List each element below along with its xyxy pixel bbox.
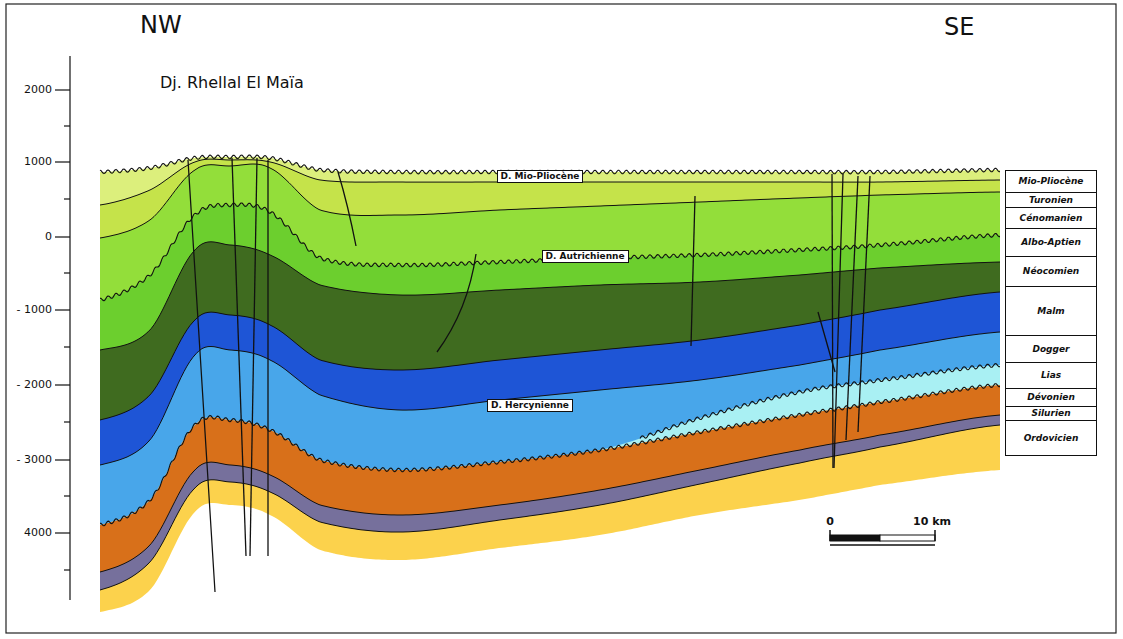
stratigraphy-box: Albo-Aptien (1005, 228, 1097, 257)
depth-value: - 3000 (17, 454, 52, 466)
depth-value: - 1000 (17, 304, 52, 316)
rock-layer (100, 332, 1000, 639)
unconformity-box: D. Autrichienne (542, 250, 629, 263)
unconformity-box: D. Mio-Pliocène (497, 170, 584, 183)
stratigraphy-label: Malm (1037, 307, 1065, 316)
rock-layer (100, 470, 1000, 639)
depth-value: 1000 (24, 156, 52, 168)
unconformity-box: D. Hercynienne (487, 399, 573, 412)
stratigraphy-box: Ordovicien (1005, 420, 1097, 456)
stratigraphy-box: Néocomien (1005, 256, 1097, 287)
stratigraphy-label: Lias (1041, 371, 1061, 380)
rock-layer (100, 242, 1000, 639)
stratigraphy-box: Dogger (1005, 335, 1097, 363)
stratigraphy-label: Cénomanien (1020, 214, 1083, 223)
depth-value: 4000 (24, 527, 52, 539)
stratigraphy-box: Malm (1005, 286, 1097, 336)
stratigraphy-label: Albo-Aptien (1021, 238, 1081, 247)
rock-layer (100, 365, 1000, 639)
stratigraphy-box: Lias (1005, 362, 1097, 389)
stratigraphy-label: Néocomien (1023, 267, 1079, 276)
stratigraphy-label: Mio-Pliocène (1019, 177, 1084, 186)
stratigraphy-box: Dévonien (1005, 388, 1097, 407)
unconformity-label: D. Mio-Pliocène (501, 172, 580, 181)
stratigraphy-box: Mio-Pliocène (1005, 170, 1097, 193)
depth-value: 2000 (24, 84, 52, 96)
stratigraphy-label: Dévonien (1027, 393, 1075, 402)
rock-layer (100, 157, 1000, 639)
unconformity-line (640, 364, 1000, 439)
layer-boundary (100, 332, 1000, 465)
frame (6, 4, 1116, 633)
orientation-label: SE (944, 14, 974, 40)
stratigraphy-box: Turonien (1005, 192, 1097, 208)
scale-bar (830, 530, 935, 545)
stratigraphy-box: Silurien (1005, 406, 1097, 421)
rock-layer (100, 415, 1000, 639)
stratigraphy-label: Ordovicien (1024, 434, 1079, 443)
orientation-label: NW (140, 12, 182, 38)
scale-value: 10 km (913, 516, 951, 528)
faults (188, 158, 870, 592)
layer-boundary (100, 415, 1000, 572)
unconformity-label: D. Autrichienne (546, 252, 625, 261)
depth-value: 0 (45, 231, 52, 243)
depth-axis (55, 56, 70, 600)
rock-layer (100, 385, 1000, 639)
rock-layer (100, 292, 1000, 639)
stratigraphy-box: Cénomanien (1005, 207, 1097, 229)
stratigraphy-label: Silurien (1031, 409, 1070, 418)
scale-value: 0 (826, 516, 834, 528)
stratigraphy-label: Turonien (1029, 196, 1073, 205)
layer-boundary (100, 425, 1000, 590)
place-name: Dj. Rhellal El Maïa (160, 74, 304, 92)
stratigraphy-label: Dogger (1032, 345, 1069, 354)
unconformity-label: D. Hercynienne (491, 401, 569, 410)
depth-value: - 2000 (17, 379, 52, 391)
unconformity-line (100, 384, 1000, 526)
layer-boundary (100, 292, 1000, 420)
